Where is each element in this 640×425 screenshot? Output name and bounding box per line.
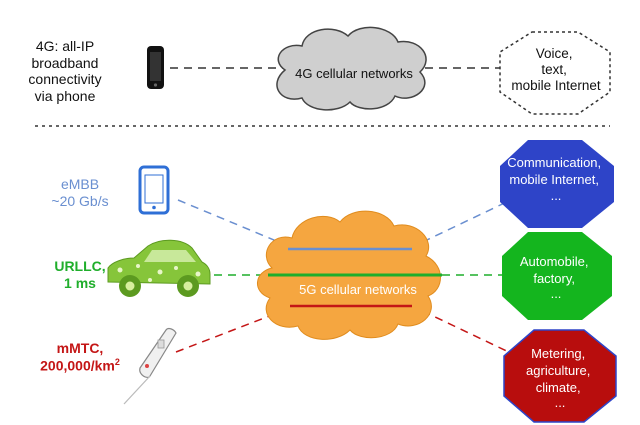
embb-name: eMBB bbox=[60, 176, 100, 192]
services-line: text, bbox=[541, 62, 567, 77]
cloud-5g-label: 5G cellular networks bbox=[299, 282, 417, 297]
target-line: mobile Internet, bbox=[509, 172, 599, 187]
target-line: ... bbox=[551, 188, 562, 203]
mmtc-density-exponent: 2 bbox=[114, 356, 120, 367]
eco-car-icon bbox=[107, 239, 211, 297]
target-line: factory, bbox=[533, 271, 575, 286]
communication-label: Communication, mobile Internet, ... bbox=[507, 155, 605, 203]
target-line: Automobile, bbox=[520, 254, 589, 269]
urllc-latency: 1 ms bbox=[64, 274, 96, 291]
mmtc-name: mMTC, bbox=[56, 340, 104, 356]
urllc-label: URLLC, 1 ms bbox=[20, 258, 140, 291]
target-line: climate, bbox=[536, 380, 581, 395]
generation-4g-line: via phone bbox=[34, 87, 96, 104]
automobile-octagon bbox=[502, 232, 612, 320]
generation-4g-label: 4G: all-IP broadband connectivity via ph… bbox=[0, 38, 130, 104]
target-line: Metering, bbox=[531, 346, 585, 361]
automobile-label: Automobile, factory, ... bbox=[520, 254, 592, 301]
smartphone-icon bbox=[147, 46, 164, 89]
services-line: mobile Internet bbox=[511, 78, 601, 93]
metering-octagon bbox=[503, 329, 617, 423]
tablet-phone-icon bbox=[138, 165, 170, 215]
target-line: Communication, bbox=[507, 155, 601, 170]
mmtc-label: mMTC, 200,000/km2 bbox=[14, 340, 146, 374]
services-4g-label: Voice, text, mobile Internet bbox=[511, 46, 601, 93]
services-4g-octagon bbox=[499, 31, 611, 115]
generation-4g-line: 4G: all-IP bbox=[35, 38, 95, 54]
mmtc-density: 200,000/km2 bbox=[14, 357, 146, 374]
urllc-name: URLLC, bbox=[54, 258, 106, 274]
cloud-4g-label: 4G cellular networks bbox=[295, 66, 413, 81]
services-line: Voice, bbox=[536, 46, 573, 61]
sensor-device-icon bbox=[123, 327, 177, 405]
metering-label: Metering, agriculture, climate, ... bbox=[526, 346, 594, 410]
embb-label: eMBB ~20 Gb/s bbox=[20, 176, 140, 209]
communication-octagon bbox=[500, 140, 614, 228]
target-line: ... bbox=[551, 286, 562, 301]
generation-4g-line: connectivity bbox=[28, 71, 102, 88]
connector-embb-to-5g-cloud bbox=[177, 199, 299, 251]
target-line: ... bbox=[555, 395, 566, 410]
connector-mmtc-to-5g-cloud bbox=[175, 304, 299, 353]
target-line: agriculture, bbox=[526, 363, 590, 378]
embb-rate: ~20 Gb/s bbox=[51, 192, 109, 209]
cloud-4g bbox=[276, 26, 427, 111]
generation-4g-line: broadband bbox=[31, 54, 99, 71]
mmtc-density-value: 200,000/km bbox=[40, 357, 115, 374]
